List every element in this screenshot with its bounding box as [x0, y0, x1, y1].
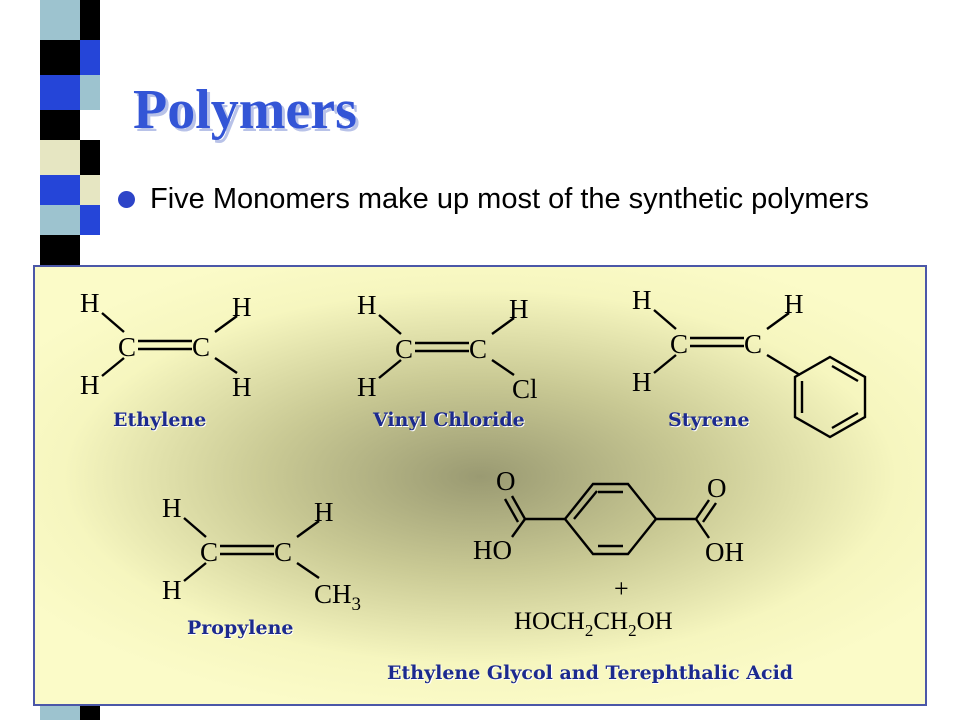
slide-title: Polymers	[133, 79, 357, 141]
atom-ch: CH3	[314, 579, 361, 612]
glycol-subscript: 2	[585, 621, 594, 637]
bullet-dot-icon	[118, 191, 135, 208]
atom-h: H	[509, 294, 529, 324]
atom-h: H	[314, 497, 334, 527]
atom-h: H	[632, 285, 652, 315]
atom-h: H	[232, 372, 252, 402]
atom-cl: Cl	[512, 374, 538, 404]
atom-ho: HO	[473, 535, 512, 565]
atom-c: C	[744, 329, 762, 359]
ethylene-glycol-terephthalic-acid-label: Ethylene Glycol and Terephthalic Acid	[387, 662, 794, 684]
atom-oh: OH	[705, 537, 744, 567]
atom-c: C	[192, 332, 210, 362]
ethylene-structure: H H C C H H	[80, 288, 252, 402]
atom-c: C	[670, 329, 688, 359]
monomer-structures-panel: H H C C H H Ethylene H H C C H Cl Vinyl …	[33, 265, 927, 706]
terephthalic-acid-structure: O HO O OH + HOCH2CH2OH	[473, 466, 744, 637]
propylene-structure: H H C C H CH3	[162, 493, 361, 612]
glycol-part: HOCH	[514, 608, 585, 635]
atom-h: H	[232, 292, 252, 322]
atom-c: C	[274, 537, 292, 567]
bullet-text: Five Monomers make up most of the synthe…	[150, 183, 869, 215]
atom-h: H	[357, 372, 377, 402]
atom-h: H	[162, 575, 182, 605]
styrene-label: Styrene	[668, 409, 750, 431]
propylene-label: Propylene	[187, 617, 294, 639]
atom-c: C	[395, 334, 413, 364]
glycol-part: OH	[637, 608, 673, 635]
ethylene-glycol-formula: HOCH2CH2OH	[514, 608, 673, 637]
ethylene-label: Ethylene	[113, 409, 207, 431]
atom-c: C	[200, 537, 218, 567]
atom-c: C	[118, 332, 136, 362]
atom-c: C	[469, 334, 487, 364]
atom-h: H	[80, 288, 100, 318]
plus-sign: +	[614, 574, 629, 603]
methyl-ch: CH	[314, 579, 352, 609]
atom-h: H	[357, 290, 377, 320]
styrene-structure: H H C C H	[632, 285, 867, 439]
atom-h: H	[784, 289, 804, 319]
atom-h: H	[80, 370, 100, 400]
atom-o: O	[707, 473, 727, 503]
vinyl-chloride-label: Vinyl Chloride	[373, 409, 525, 431]
vinyl-chloride-structure: H H C C H Cl	[357, 290, 538, 404]
glycol-subscript: 2	[628, 621, 637, 637]
atom-o: O	[496, 466, 516, 496]
methyl-subscript: 3	[352, 594, 362, 612]
atom-h: H	[162, 493, 182, 523]
atom-h: H	[632, 367, 652, 397]
glycol-part: CH	[593, 608, 628, 635]
